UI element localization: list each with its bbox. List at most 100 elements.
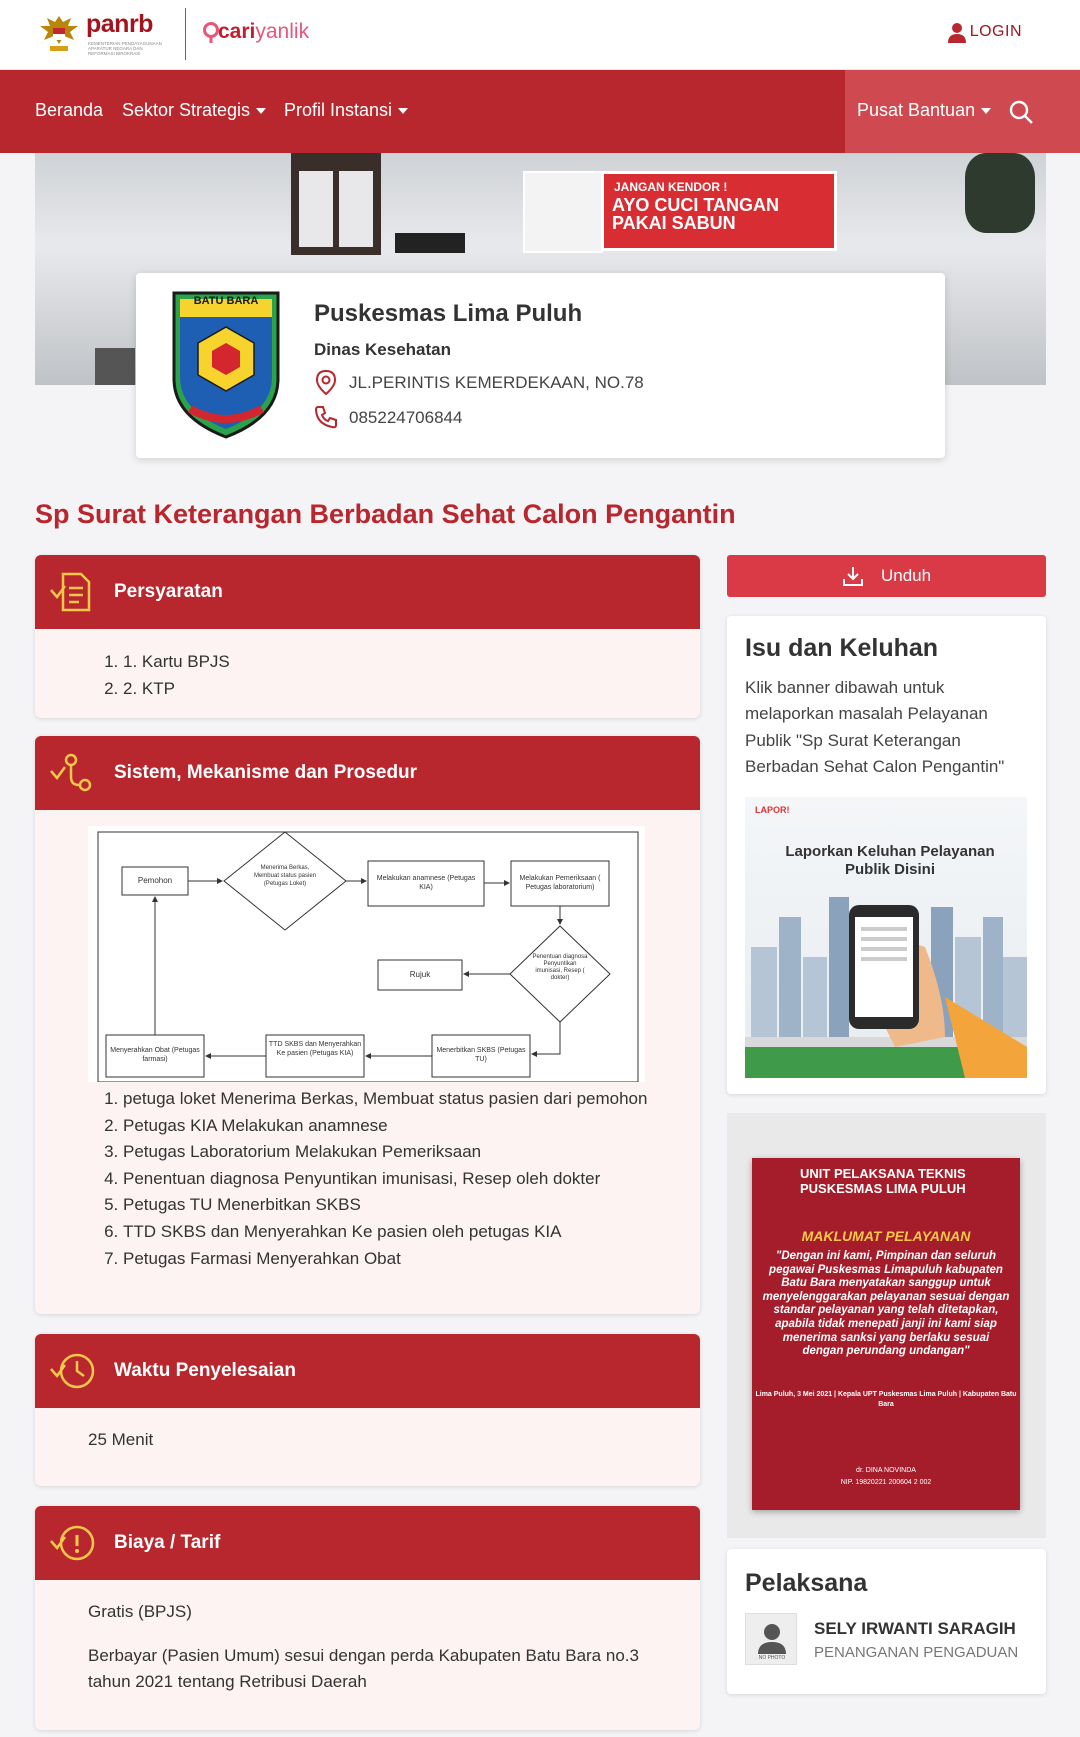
cariyanlik-pin-icon: [203, 22, 219, 43]
list-item: 1. Kartu BPJS: [123, 649, 230, 676]
banner-emblem: [965, 153, 1035, 233]
page-title: Sp Surat Keterangan Berbadan Sehat Calon…: [35, 499, 736, 529]
flow-node-ttd: TTD SKBS dan Menyerahkan Ke pasien (Petu…: [268, 1041, 362, 1057]
nav-pusat-bantuan[interactable]: Pusat Bantuan: [857, 100, 992, 121]
section-header: Biaya / Tarif: [35, 1506, 700, 1580]
list-item: Penentuan diagnosa Penyuntikan imunisasi…: [123, 1166, 663, 1193]
route-icon: [50, 753, 92, 792]
issue-description: Klik banner dibawah untuk melaporkan mas…: [745, 678, 1005, 777]
banner-window-pane: [299, 171, 333, 247]
fee-free: Gratis (BPJS): [88, 1602, 192, 1621]
section-prosedur: Sistem, Mekanisme dan Prosedur: [35, 736, 700, 1314]
organization-card: BATU BARA Puskesmas Lima Puluh Dinas Kes…: [136, 273, 945, 458]
pelaksana-role: PENANGANAN PENGADUAN: [814, 1644, 1019, 1661]
lapor-banner[interactable]: LAPOR! Laporkan Keluhan Pelayanan Publik…: [745, 797, 1027, 1078]
logo-divider: [185, 8, 186, 60]
lapor-banner-text: Laporkan Keluhan Pelayanan Publik Disini: [785, 843, 995, 878]
nav-sektor-label: Sektor Strategis: [122, 100, 251, 120]
section-waktu: Waktu Penyelesaian 25 Menit: [35, 1334, 700, 1486]
nav-help-highlight: [845, 70, 1080, 153]
section-title: Biaya / Tarif: [114, 1532, 221, 1553]
user-icon[interactable]: [946, 22, 968, 44]
banner-sign: JANGAN KENDOR ! AYO CUCI TANGAN PAKAI SA…: [601, 171, 837, 251]
cariyanlik-logo-a: cari: [218, 20, 256, 43]
avatar: NO PHOTO: [745, 1613, 797, 1665]
flowchart-svg: [97, 831, 639, 1082]
section-header: Sistem, Mekanisme dan Prosedur: [35, 736, 700, 810]
batu-bara-crest-icon: [172, 291, 280, 439]
list-item: TTD SKBS dan Menyerahkan Ke pasien oleh …: [123, 1219, 663, 1246]
fee-paid: Berbayar (Pasien Umum) sesui dengan perd…: [88, 1646, 639, 1691]
location-pin-icon: [315, 369, 337, 395]
issue-title: Isu dan Keluhan: [745, 634, 939, 662]
lapor-logo: LAPOR!: [755, 805, 790, 815]
garuda-logo-icon[interactable]: [36, 12, 82, 56]
list-item: Petugas KIA Melakukan anamnese: [123, 1113, 663, 1140]
cariyanlik-logo-b: yanlik: [255, 20, 310, 43]
clock-icon: [50, 1353, 95, 1389]
banner-sign-line2: AYO CUCI TANGAN PAKAI SABUN: [612, 195, 780, 233]
list-item: 2. KTP: [123, 676, 230, 703]
nav-beranda-label: Beranda: [35, 100, 104, 120]
flowchart-diagram: Pemohon Menerima Berkas, Membuat status …: [88, 826, 645, 1082]
section-title: Sistem, Mekanisme dan Prosedur: [114, 762, 418, 783]
nav-help-label: Pusat Bantuan: [857, 100, 976, 120]
flow-node-lab: Melakukan Pemeriksaan ( Petugas laborato…: [519, 875, 601, 891]
organization-department: Dinas Kesehatan: [314, 340, 451, 359]
login-link[interactable]: LOGIN: [969, 23, 1022, 40]
lapor-illustration: [745, 897, 1027, 1078]
flow-node-berkas: Menerima Berkas, Membuat status pasien (…: [253, 865, 317, 887]
banner-poster: [523, 171, 603, 253]
main-navbar: Beranda Sektor Strategis Profil Instansi…: [0, 70, 1080, 153]
organization-phone[interactable]: 085224706844: [349, 408, 463, 427]
top-bar: panrb KEMENTERIAN PENDAYAGUNAAN APARATUR…: [0, 0, 1080, 70]
section-title: Waktu Penyelesaian: [114, 1360, 296, 1381]
completion-time: 25 Menit: [88, 1430, 154, 1449]
chevron-down-icon: [256, 108, 267, 115]
maklumat-title: MAKLUMAT PELAYANAN: [801, 1228, 971, 1244]
download-button[interactable]: Unduh: [727, 555, 1046, 597]
list-item: Petugas Laboratorium Melakukan Pemeriksa…: [123, 1139, 663, 1166]
section-persyaratan: Persyaratan 1. Kartu BPJS 2. KTP: [35, 555, 700, 718]
maklumat-body: "Dengan ini kami, Pimpinan dan seluruh p…: [762, 1250, 1010, 1358]
nav-profil-label: Profil Instansi: [284, 100, 393, 120]
maklumat-signer: dr. DINA NOVINDA: [856, 1467, 916, 1474]
issue-card: Isu dan Keluhan Klik banner dibawah untu…: [727, 616, 1046, 1094]
pelaksana-name: SELY IRWANTI SARAGIH: [814, 1619, 1016, 1638]
maklumat-board: UNIT PELAKSANA TEKNIS PUSKESMAS LIMA PUL…: [752, 1158, 1020, 1510]
info-icon: [50, 1525, 95, 1561]
phone-icon: [314, 406, 337, 429]
flow-node-rujuk: Rujuk: [409, 970, 431, 979]
maklumat-header: UNIT PELAKSANA TEKNIS PUSKESMAS LIMA PUL…: [800, 1166, 966, 1196]
section-biaya: Biaya / Tarif Gratis (BPJS) Berbayar (Pa…: [35, 1506, 700, 1730]
panrb-logo-subtitle: KEMENTERIAN PENDAYAGUNAAN APARATUR NEGAR…: [88, 41, 162, 56]
requirements-list: 1. Kartu BPJS 2. KTP: [123, 649, 230, 702]
search-icon[interactable]: [1009, 100, 1033, 124]
nav-profil-instansi[interactable]: Profil Instansi: [284, 100, 409, 121]
pelaksana-title: Pelaksana: [745, 1569, 868, 1597]
list-item: Petugas Farmasi Menyerahkan Obat: [123, 1246, 663, 1273]
flow-node-pemohon: Pemohon: [137, 876, 173, 885]
cariyanlik-logo[interactable]: cariyanlik: [200, 20, 309, 44]
section-header: Persyaratan: [35, 555, 700, 629]
chevron-down-icon: [398, 108, 409, 115]
section-header: Waktu Penyelesaian: [35, 1334, 700, 1408]
flow-node-obat: Menyerahkan Obat (Petugas farmasi): [110, 1047, 200, 1063]
organization-name: Puskesmas Lima Puluh: [314, 300, 583, 327]
flow-node-diagnosa: Penentuan diagnosa Penyuntikan imunisasi…: [532, 954, 588, 981]
banner-railing: [395, 233, 465, 253]
maklumat-sign: Lima Puluh, 3 Mei 2021 | Kepala UPT Pusk…: [755, 1391, 1017, 1408]
pelaksana-card: Pelaksana NO PHOTO SELY IRWANTI SARAGIH …: [727, 1549, 1046, 1694]
banner-window: [95, 348, 135, 385]
nav-sektor-strategis[interactable]: Sektor Strategis: [122, 100, 267, 121]
flow-node-anamnese: Melakukan anamnese (Petugas KIA): [376, 875, 476, 891]
chevron-down-icon: [981, 108, 992, 115]
crest-label: BATU BARA: [193, 295, 259, 307]
flow-node-skbs: Menerbitkan SKBS (Petugas TU): [436, 1047, 526, 1063]
panrb-logo-text[interactable]: panrb: [86, 10, 153, 38]
banner-window-pane: [339, 171, 373, 247]
download-icon: [843, 567, 863, 586]
document-list-icon: [50, 572, 91, 612]
nav-beranda[interactable]: Beranda: [35, 100, 103, 121]
banner-sign-line1: JANGAN KENDOR !: [614, 180, 728, 194]
